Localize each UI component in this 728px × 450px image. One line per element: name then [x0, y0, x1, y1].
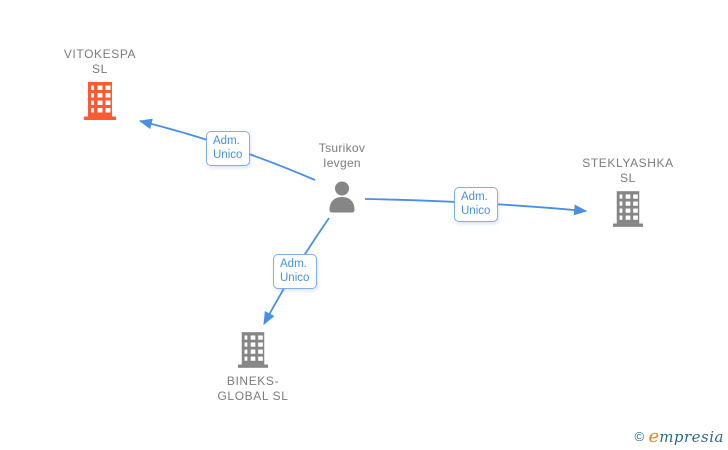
building-icon	[238, 332, 268, 368]
edge-label-adm-unico-steklyashka: Adm. Unico	[454, 187, 498, 222]
node-company-vitokespa[interactable]: VITOKESPA SL	[40, 47, 160, 120]
edge-label-line: Adm.	[213, 135, 240, 147]
edge-label-line: Unico	[461, 205, 491, 217]
company-name-label: STEKLYASHKA SL	[582, 156, 674, 186]
edge-label-line: Adm.	[280, 258, 307, 270]
node-company-steklyashka[interactable]: STEKLYASHKA SL	[568, 156, 688, 227]
building-icon	[613, 191, 643, 227]
company-name-line: STEKLYASHKA	[582, 156, 674, 170]
empresia-watermark: © empresia	[634, 426, 724, 447]
company-name-label: BINEKS- GLOBAL SL	[218, 374, 289, 404]
person-icon	[329, 181, 355, 213]
person-name-label: Tsurikov Ievgen	[319, 141, 365, 171]
edge-label-line: Unico	[213, 149, 243, 161]
company-name-line: BINEKS-	[226, 374, 280, 388]
company-name-line: GLOBAL SL	[217, 389, 289, 403]
copyright-icon: ©	[634, 429, 645, 444]
building-icon	[84, 82, 116, 120]
node-company-bineks-global[interactable]: BINEKS- GLOBAL SL	[193, 332, 313, 404]
company-name-line: SL	[620, 171, 636, 185]
edge-label-line: Adm.	[461, 191, 488, 203]
company-name-line: VITOKESPA	[63, 47, 137, 61]
edge-label-adm-unico-vitokespa: Adm. Unico	[206, 131, 250, 166]
node-person-tsurikov-ievgen[interactable]: Tsurikov Ievgen	[282, 141, 402, 213]
company-name-label: VITOKESPA SL	[64, 47, 136, 77]
brand-name: mpresia	[659, 428, 724, 446]
person-name-line: Tsurikov	[318, 141, 366, 155]
person-name-line: Ievgen	[323, 156, 361, 170]
brand-initial: e	[648, 426, 660, 447]
company-name-line: SL	[92, 62, 108, 76]
edge-label-adm-unico-bineks-global: Adm. Unico	[273, 254, 317, 289]
edge-label-line: Unico	[280, 272, 310, 284]
